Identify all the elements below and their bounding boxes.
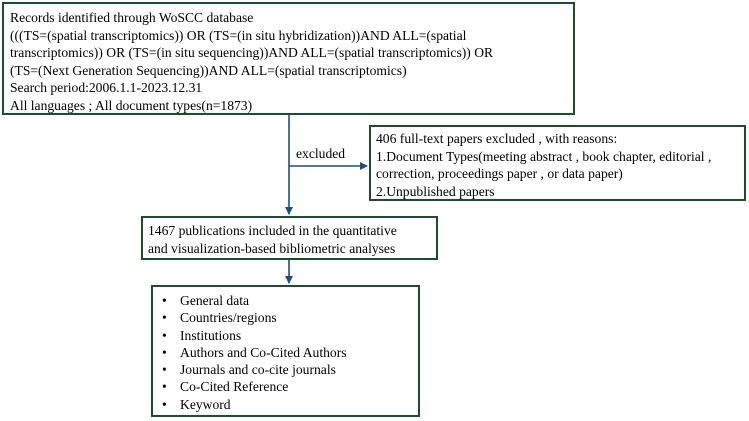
list-item: • Keyword	[158, 396, 413, 413]
excluded-line-4: 2.Unpublished papers	[376, 183, 495, 199]
analysis-item-keyword: Keyword	[180, 396, 231, 412]
list-item: • Journals and co-cite journals	[158, 361, 413, 378]
analysis-list: • General data • Countries/regions • Instit…	[158, 292, 413, 413]
analysis-item-references: Co-Cited Reference	[180, 379, 289, 395]
bullet-glyph: •	[162, 293, 167, 308]
bullet-glyph: •	[162, 362, 167, 378]
bullet-glyph: •	[162, 327, 167, 343]
excluded-papers-box: 406 full-text papers excluded , with rea…	[369, 125, 746, 201]
included-line-2: and visualization-based bibliometric ana…	[148, 240, 396, 256]
analysis-item-institutions: Institutions	[180, 327, 242, 343]
excluded-line-2: 1.Document Types(meeting abstract , book…	[376, 148, 712, 164]
identified-line-1: Records identified through WoSCC databas…	[10, 10, 254, 25]
list-item: • Co-Cited Reference	[158, 378, 413, 395]
identified-line-4: (TS=(Next Generation Sequencing))AND ALL…	[10, 62, 407, 78]
identified-line-2: (((TS=(spatial transcriptomics)) OR (TS=…	[10, 27, 467, 43]
analysis-categories-box: • General data • Countries/regions • Instit…	[151, 285, 420, 417]
list-item: • Authors and Co-Cited Authors	[158, 344, 413, 361]
publications-included-box: 1467 publications included in the quanti…	[141, 216, 438, 260]
list-item: • General data	[158, 292, 413, 309]
identified-line-6: All languages ; All document types(n=187…	[10, 97, 253, 113]
bullet-glyph: •	[162, 344, 167, 360]
included-line-1: 1467 publications included in the quanti…	[148, 223, 397, 238]
bullet-glyph: •	[162, 310, 167, 326]
analysis-item-journals: Journals and co-cite journals	[180, 362, 336, 378]
list-item: • Countries/regions	[158, 309, 413, 326]
excluded-line-3: correction, proceedings paper , or data …	[376, 166, 623, 181]
analysis-item-authors: Authors and Co-Cited Authors	[180, 344, 347, 360]
bullet-glyph: •	[162, 379, 167, 395]
bullet-glyph: •	[162, 396, 167, 412]
excluded-line-1: 406 full-text papers excluded , with rea…	[376, 131, 618, 146]
records-identified-box: Records identified through WoSCC databas…	[2, 2, 575, 115]
excluded-edge-label: excluded	[296, 146, 346, 161]
analysis-item-general-data: General data	[180, 293, 250, 308]
analysis-item-countries: Countries/regions	[180, 310, 277, 326]
identified-line-3: transcriptomics)) OR (TS=(in situ sequen…	[10, 45, 494, 60]
list-item: • Institutions	[158, 327, 413, 344]
identified-line-5: Search period:2006.1.1-2023.12.31	[10, 80, 203, 95]
